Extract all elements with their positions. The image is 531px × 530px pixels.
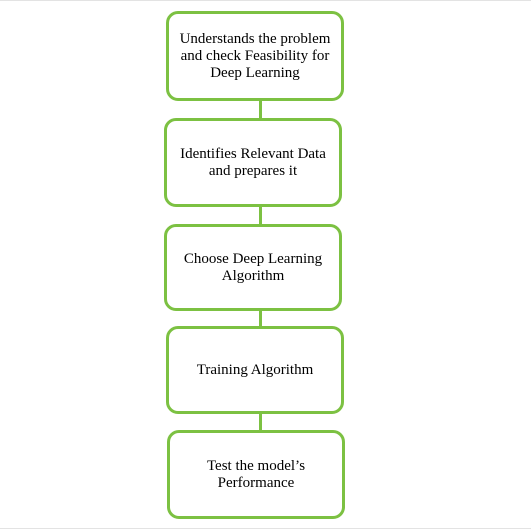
flow-step-1: Understands the problem and check Feasib… bbox=[166, 11, 344, 101]
frame-top-border bbox=[0, 0, 531, 1]
connector-1-2 bbox=[259, 100, 262, 119]
frame-bottom-border bbox=[0, 528, 531, 529]
flow-step-2-label: Identifies Relevant Data and prepares it bbox=[180, 145, 326, 179]
flow-step-5-label: Test the model’s Performance bbox=[206, 457, 306, 491]
connector-3-4 bbox=[259, 310, 262, 327]
flow-step-3-label: Choose Deep Learning Algorithm bbox=[183, 250, 323, 284]
flow-step-3: Choose Deep Learning Algorithm bbox=[164, 224, 342, 311]
flow-step-5: Test the model’s Performance bbox=[167, 430, 345, 519]
flow-step-2: Identifies Relevant Data and prepares it bbox=[164, 118, 342, 207]
connector-2-3 bbox=[259, 206, 262, 226]
flow-step-1-label: Understands the problem and check Feasib… bbox=[179, 30, 331, 81]
connector-4-5 bbox=[259, 413, 262, 432]
flow-step-4: Training Algorithm bbox=[166, 326, 344, 414]
flow-step-4-label: Training Algorithm bbox=[196, 361, 314, 378]
